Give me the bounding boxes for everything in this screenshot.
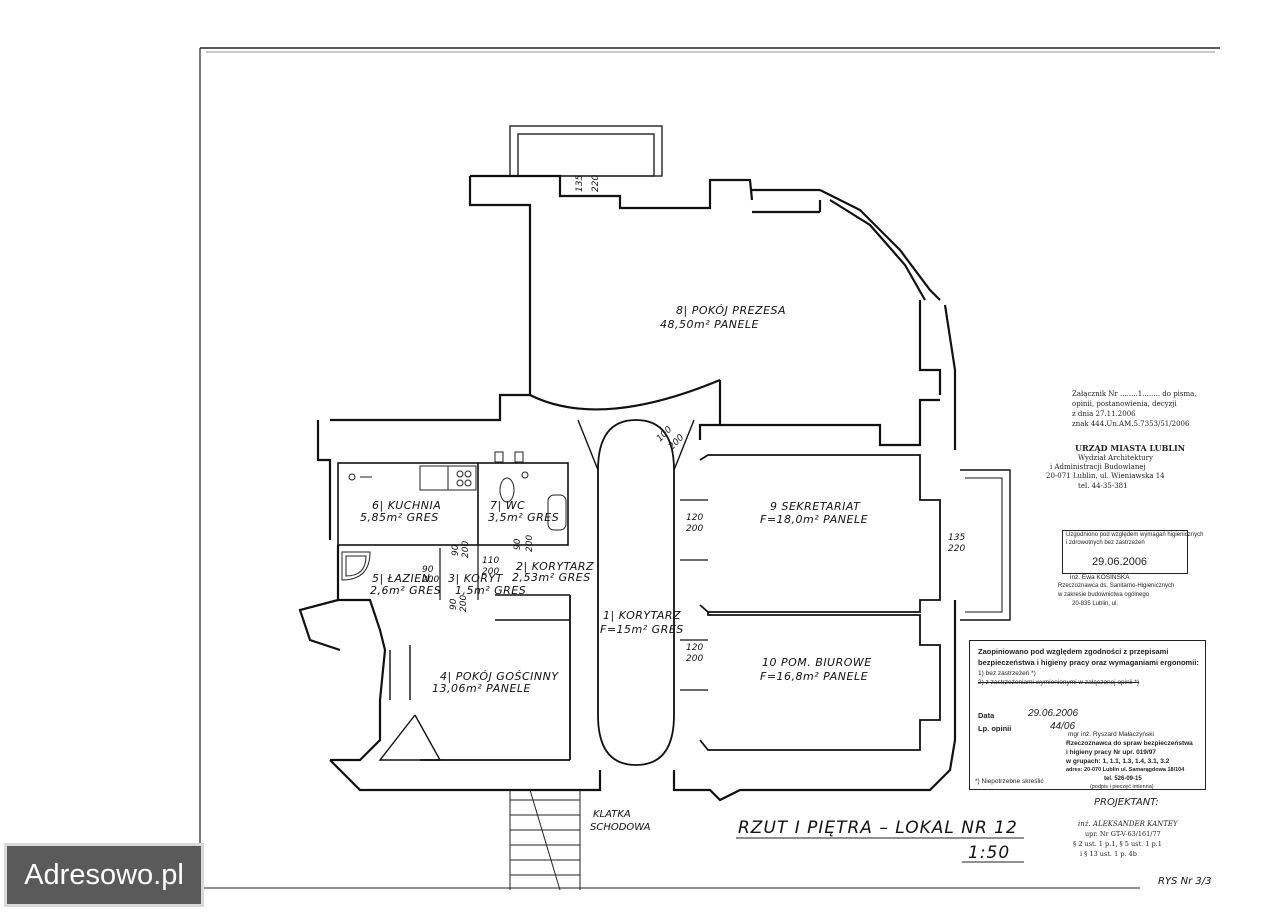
- room-10-area: F=16,8m² PANELE: [760, 670, 868, 683]
- attachment-line-2: opinii, postanowienia, decyzji: [1072, 400, 1177, 408]
- designer-name: inż. ALEKSANDER KANTEY: [1078, 820, 1178, 828]
- room-4-name: 4| POKÓJ GOŚCINNY: [440, 670, 559, 683]
- dim-door-kitchen-height: 200: [461, 541, 471, 558]
- designer-clause-1: § 2 ust. 1 p.1, § 5 ust. 1 p.1: [1073, 840, 1162, 848]
- ohs-approval-stamp: Zaopiniowano pod względem zgodności z pr…: [969, 640, 1206, 790]
- top-balcony: [509, 125, 663, 177]
- office-name: URZĄD MIASTA LUBLIN: [1075, 443, 1186, 453]
- room-1-area: F=15m² GRES: [600, 623, 684, 636]
- watermark-text: Adresowo.pl: [24, 858, 184, 891]
- dim-door-korytarz-width: 110: [482, 556, 499, 566]
- designer-label: PROJEKTANT:: [1094, 797, 1159, 808]
- room-5-name: 5| ŁAZIEN.: [372, 572, 434, 585]
- room-7-area: 3,5m² GRES: [488, 511, 559, 524]
- attachment-line-4: znak 444.Un.AM.5.7353/51/2006: [1072, 420, 1190, 428]
- room-9-name: 9 SEKRETARIAT: [770, 500, 861, 513]
- sanitary-date: 29.06.2006: [1092, 556, 1148, 568]
- dim-door-goscinny-width: 90: [449, 598, 459, 610]
- dim-door-korytarz-height: 200: [482, 567, 499, 577]
- walls: [298, 174, 1011, 802]
- approval-option-1: 1) bez zastrzeżeń *): [978, 670, 1036, 677]
- room-4-area: 13,06m² PANELE: [432, 682, 531, 695]
- room-2-area: 2,53m² GRES: [512, 571, 591, 584]
- stair-label-1: KLATKA: [593, 809, 631, 820]
- approval-opinion-label: Lp. opinii: [978, 724, 1012, 733]
- dim-door-kitchen-width: 90: [451, 544, 461, 556]
- dim-door-goscinny-height: 200: [459, 595, 469, 612]
- plan-scale: 1:50: [968, 843, 1010, 863]
- room-7-name: 7| WC: [490, 499, 525, 512]
- dim-door-biurowe-height: 200: [686, 654, 703, 664]
- designer-clause-2: i § 13 ust. 1 p. 4b: [1080, 850, 1137, 858]
- dim-door-balcony-height: 220: [948, 544, 965, 554]
- dim-door-biurowe-width: 120: [686, 643, 703, 653]
- approval-groups: w grupach: 1, 1.1, 1.3, 1.4, 3.1, 3.2: [1066, 758, 1170, 765]
- office-address: 20-071 Lublin, ul. Wieniawska 14: [1046, 472, 1165, 480]
- room-9-area: F=18,0m² PANELE: [760, 513, 868, 526]
- dim-door-wc-width: 90: [513, 538, 523, 550]
- approval-option-2: 2) z zastrzeżeniami wymienionymi w załąc…: [978, 679, 1140, 686]
- approval-heading-1: Zaopiniowano pod względem zgodności z pr…: [978, 647, 1169, 656]
- dim-door-lazienka-width: 90: [422, 565, 434, 575]
- sanitary-line-1: Uzgodniono pod względem wymagań higienic…: [1066, 532, 1204, 538]
- dim-door-top-width: 135: [575, 175, 585, 192]
- dim-door-sekretariat-height: 200: [686, 524, 703, 534]
- sanitary-stamp-box: [1062, 530, 1188, 574]
- plan-title: RZUT I PIĘTRA – LOKAL NR 12: [738, 818, 1018, 838]
- sanitary-address: 20-835 Lublin, ul.: [1072, 601, 1119, 607]
- room-8-name: 8| POKÓJ PREZESA: [676, 304, 786, 317]
- approval-phone: tel. 526-09-15: [1104, 776, 1142, 782]
- approval-footnote: *) Niepotrzebne skreślić: [975, 778, 1044, 785]
- sheet-number: RYS Nr 3/3: [1158, 876, 1211, 887]
- office-dept-1: Wydział Architektury: [1078, 454, 1153, 462]
- approval-person: mgr inż. Ryszard Małaczyński: [1068, 731, 1154, 738]
- dim-door-top-height: 220: [591, 175, 601, 192]
- adresowo-watermark: Adresowo.pl: [4, 843, 204, 907]
- dim-door-wc-height: 200: [525, 535, 535, 552]
- room-6-name: 6| KUCHNIA: [372, 499, 441, 512]
- sanitary-person: inż. Ewa KOSIŃSKA: [1070, 574, 1130, 581]
- room-3-name: 3| KORYT: [448, 572, 504, 585]
- approval-address: adres: 20-070 Lublin ul. Samarągdowa 18/…: [1066, 767, 1185, 773]
- room-3-area: 1,5m² GRES: [455, 584, 526, 597]
- office-dept-2: i Administracji Budowlanej: [1050, 463, 1146, 471]
- approval-date-label: Data: [978, 711, 995, 720]
- room-8-area: 48,50m² PANELE: [660, 318, 759, 331]
- approval-date-value: 29.06.2006: [1028, 708, 1079, 719]
- attachment-line-3: z dnia 27.11.2006: [1072, 410, 1136, 418]
- bathroom-shower: [341, 551, 371, 581]
- room-1-name: 1| KORYTARZ: [603, 609, 681, 622]
- approval-role: Rzeczoznawca do spraw bezpieczeństwa: [1066, 740, 1193, 747]
- sanitary-line-2: i zdrowotnych bez zastrzeżeń: [1066, 540, 1145, 546]
- office-phone: tel. 44-35-381: [1078, 482, 1128, 490]
- wc-fixtures: [494, 451, 567, 531]
- room-2-name: 2| KORYTARZ: [516, 560, 594, 573]
- staircase: [509, 789, 581, 891]
- kitchen-fixtures: [348, 465, 477, 491]
- sanitary-title: Rzeczoznawca ds. Sanitarno-Higienicznych: [1058, 583, 1175, 589]
- dim-door-lazienka-height: 200: [422, 575, 439, 585]
- approval-signature-note: (podpis i pieczęć imienna): [1090, 784, 1154, 790]
- stair-label-2: SCHODOWA: [590, 822, 651, 833]
- room-5-area: 2,6m² GRES: [370, 584, 441, 597]
- approval-heading-2: bezpieczeństwa i higieny pracy oraz wyma…: [978, 658, 1199, 667]
- room-6-area: 5,85m² GRES: [360, 511, 439, 524]
- approval-opinion-value: 44/06: [1050, 721, 1076, 732]
- sanitary-scope: w zakresie budownictwa ogólnego: [1058, 592, 1150, 598]
- attachment-line-1: Załącznik Nr ........1........ do pisma,: [1072, 390, 1197, 398]
- designer-licence: upr. Nr GT-V-63/161/77: [1085, 830, 1161, 838]
- approval-licence: i higieny pracy Nr upr. 019/97: [1066, 749, 1156, 756]
- dim-door-sekretariat-width: 120: [686, 513, 703, 523]
- dim-door-balcony-width: 135: [948, 533, 965, 543]
- room-10-name: 10 POM. BIUROWE: [762, 656, 872, 669]
